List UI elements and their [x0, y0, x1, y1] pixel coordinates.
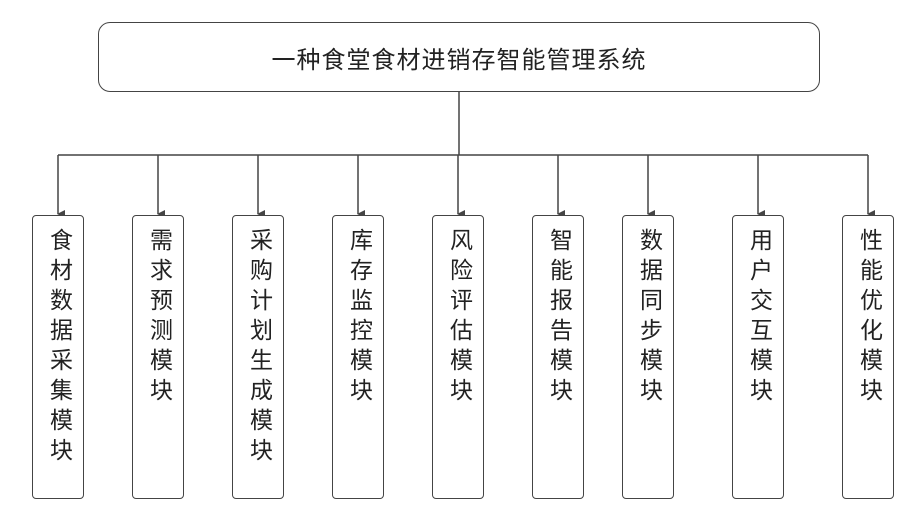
module-box-demand-forecast: 需求预测模块 — [132, 215, 184, 499]
module-box-risk-assessment: 风险评估模块 — [432, 215, 484, 499]
module-box-smart-report: 智能报告模块 — [532, 215, 584, 499]
module-label: 风险评估模块 — [447, 228, 470, 498]
module-box-data-collection: 食材数据采集模块 — [32, 215, 84, 499]
module-box-performance-optimization: 性能优化模块 — [842, 215, 894, 499]
module-label: 用户交互模块 — [747, 228, 770, 498]
system-title-box: 一种食堂食材进销存智能管理系统 — [98, 22, 820, 92]
system-title: 一种食堂食材进销存智能管理系统 — [272, 40, 647, 75]
module-label: 智能报告模块 — [547, 228, 570, 498]
module-label: 采购计划生成模块 — [247, 228, 270, 498]
module-label: 数据同步模块 — [637, 228, 660, 498]
module-label: 需求预测模块 — [147, 228, 170, 498]
module-box-user-interaction: 用户交互模块 — [732, 215, 784, 499]
module-label: 食材数据采集模块 — [47, 228, 70, 498]
module-box-procurement-plan: 采购计划生成模块 — [232, 215, 284, 499]
module-label: 库存监控模块 — [347, 228, 370, 498]
module-box-data-sync: 数据同步模块 — [622, 215, 674, 499]
module-box-inventory-monitor: 库存监控模块 — [332, 215, 384, 499]
module-label: 性能优化模块 — [857, 228, 880, 498]
